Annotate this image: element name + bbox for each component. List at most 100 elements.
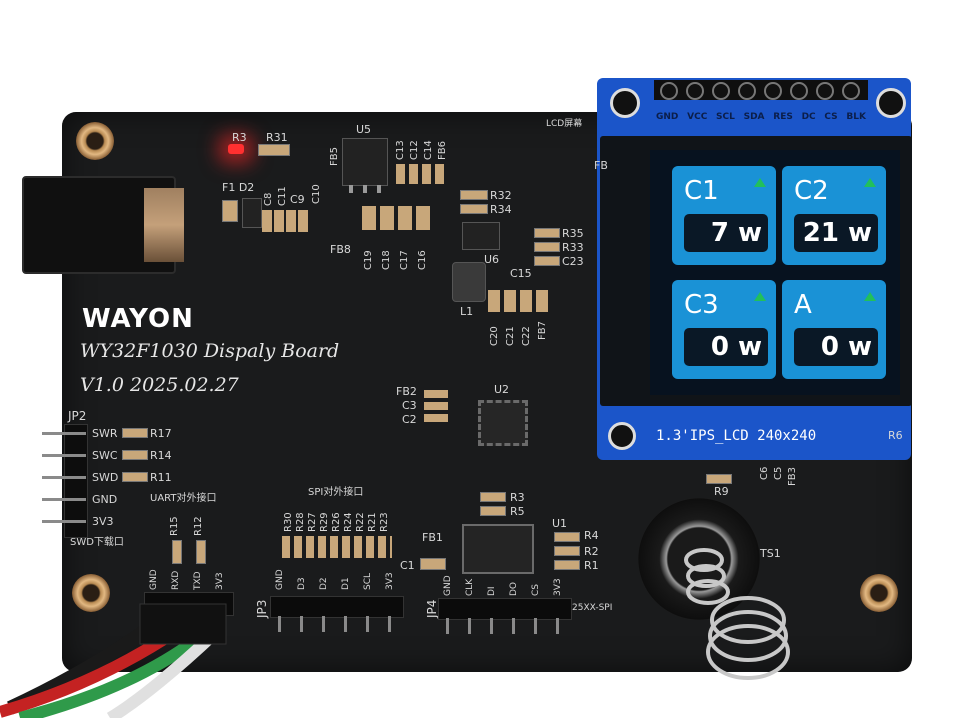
silk-uart-label: UART对外接口 xyxy=(150,493,217,504)
cap-c23 xyxy=(534,256,560,266)
resistor-r1 xyxy=(554,560,580,570)
touch-spring xyxy=(684,548,790,680)
lcd-header-pin-1 xyxy=(660,82,678,100)
tile-a: A 0 w xyxy=(782,280,886,379)
diode-d2 xyxy=(242,198,262,228)
silk-ts1: TS1 xyxy=(760,547,781,560)
resistor-r17 xyxy=(122,428,148,438)
board-version: V1.0 2025.02.27 xyxy=(80,374,239,396)
tile-c3: C3 0 w xyxy=(672,280,776,379)
lcd-mount-hole-top-left xyxy=(610,88,640,118)
silk-lcd-label: LCD屏幕 xyxy=(546,119,583,129)
silk-r31: R31 xyxy=(266,131,288,144)
resistor-r14 xyxy=(122,450,148,460)
tile-c1-label: C1 xyxy=(684,176,719,206)
silk-u1: U1 xyxy=(552,517,568,530)
silk-spi-r28: R28 xyxy=(295,512,306,532)
silk-jp3: JP3 xyxy=(255,599,269,618)
silk-spi-d1: D1 xyxy=(341,577,351,590)
silk-gnd-jp2: GND xyxy=(92,493,118,506)
lcd-header-pin-5 xyxy=(764,82,782,100)
silk-spi-r22: R22 xyxy=(355,512,366,532)
silk-swc: SWC xyxy=(92,449,118,462)
swd-pin-5 xyxy=(42,520,86,523)
silk-jp4: JP4 xyxy=(425,599,439,618)
tile-a-up-arrow-icon xyxy=(864,292,876,301)
silk-c19: C19 xyxy=(363,250,374,270)
lcd-header-pin-8 xyxy=(842,82,860,100)
resistor-r31 xyxy=(258,144,290,156)
lcd-pin-labels: GND VCC SCL SDA RES DC CS BLK xyxy=(656,112,866,122)
tile-c2: C2 21 w xyxy=(782,166,886,265)
silk-r9: R9 xyxy=(714,485,729,498)
mounting-hole-top-left xyxy=(76,122,114,160)
silk-r17: R17 xyxy=(150,427,172,440)
swd-pin-1 xyxy=(42,432,86,435)
wire-white xyxy=(106,629,219,718)
passive-row-fb2-c2 xyxy=(424,386,448,422)
silk-c2: C2 xyxy=(402,413,417,426)
fuse-f1 xyxy=(222,200,238,222)
silk-fb2: FB2 xyxy=(396,385,417,398)
cap-row-c16-c19 xyxy=(362,206,432,230)
lcd-header-pin-4 xyxy=(738,82,756,100)
cap-row-top xyxy=(396,164,446,184)
resistor-r33 xyxy=(534,242,560,252)
silk-r3b: R3 xyxy=(510,491,525,504)
resistor-r5 xyxy=(480,506,506,516)
silk-c17: C17 xyxy=(399,250,410,270)
tile-c3-up-arrow-icon xyxy=(754,292,766,301)
swd-pin-2 xyxy=(42,454,86,457)
resistor-r4 xyxy=(554,532,580,542)
silk-r35: R35 xyxy=(562,227,584,240)
tile-c1-up-arrow-icon xyxy=(754,178,766,187)
silk-uart-gnd: GND xyxy=(149,569,159,590)
resistor-r11 xyxy=(122,472,148,482)
silk-c10: C10 xyxy=(311,184,322,204)
lcd-pin-sda: SDA xyxy=(743,112,765,122)
silk-r34: R34 xyxy=(490,203,512,216)
silk-fb1: FB1 xyxy=(422,531,443,544)
lcd-header-strip xyxy=(654,80,868,100)
silk-fb8: FB8 xyxy=(330,243,351,256)
resistor-r3b xyxy=(480,492,506,502)
silk-r33: R33 xyxy=(562,241,584,254)
jumper-wires xyxy=(0,603,227,718)
tile-c3-value: 0 w xyxy=(684,328,768,366)
silk-jp4-cs: CS xyxy=(531,584,541,596)
silk-spi-r23: R23 xyxy=(379,512,390,532)
resistor-r35 xyxy=(534,228,560,238)
lcd-pin-dc: DC xyxy=(801,112,816,122)
mounting-hole-bottom-right xyxy=(860,574,898,612)
silk-u2: U2 xyxy=(494,383,510,396)
lcd-pin-blk: BLK xyxy=(846,112,866,122)
swd-header-jp2 xyxy=(64,424,88,538)
silk-fb6: FB6 xyxy=(437,141,448,160)
resistor-r32 xyxy=(460,190,488,200)
silk-spi-r30: R30 xyxy=(283,512,294,532)
silk-spi-r27: R27 xyxy=(307,512,318,532)
silk-c12: C12 xyxy=(409,140,420,160)
spi-resistor-array xyxy=(282,536,392,558)
power-led xyxy=(228,144,244,154)
silk-c6: C6 xyxy=(759,466,770,480)
silk-f1d2: F1 D2 xyxy=(222,181,255,194)
tile-a-value: 0 w xyxy=(794,328,878,366)
silk-spi-r21: R21 xyxy=(367,512,378,532)
silk-jp4-clk: CLK xyxy=(465,578,475,596)
wire-green xyxy=(18,635,200,718)
silk-fb7: FB7 xyxy=(537,321,548,340)
lcd-pin-cs: CS xyxy=(824,112,838,122)
lcd-mount-hole-bottom-left xyxy=(608,422,636,450)
silk-c21: C21 xyxy=(505,326,516,346)
silk-spi-d3: D3 xyxy=(297,577,307,590)
silk-r14: R14 xyxy=(150,449,172,462)
silk-uart-txd: TXD xyxy=(193,571,203,590)
silk-c15: C15 xyxy=(510,267,532,280)
silk-c18: C18 xyxy=(381,250,392,270)
silk-fb5: FB5 xyxy=(329,147,340,166)
silk-jp4-do: DO xyxy=(509,581,519,596)
silk-spi-r24: R24 xyxy=(343,512,354,532)
resistor-r12 xyxy=(196,540,206,564)
resistor-r9 xyxy=(706,474,732,484)
